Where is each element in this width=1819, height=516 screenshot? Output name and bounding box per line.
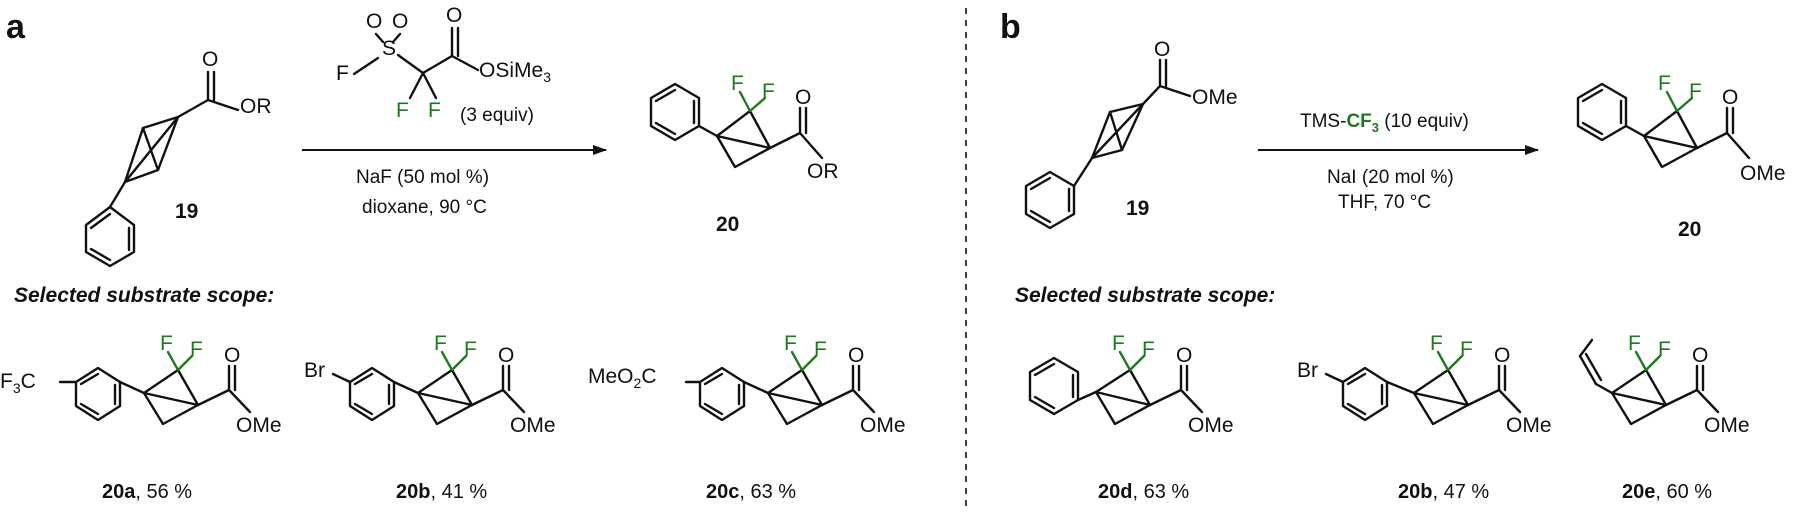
atom-ome-20a: OMe xyxy=(236,414,282,437)
compound-label-19-b: 19 xyxy=(1126,197,1149,220)
atom-f-20a-2: F xyxy=(762,80,775,103)
atom-f-20b-1: F xyxy=(434,332,447,355)
atom-o-20b: O xyxy=(498,344,514,367)
scope-compound-20b-b: Br F F O OMe 20b, 47 % xyxy=(1297,332,1552,503)
atom-f-20e-2: F xyxy=(1658,338,1671,361)
scope-compound-20e: F F O OMe 20e, 60 % xyxy=(1578,332,1750,503)
atom-f-20b-2: F xyxy=(464,338,477,361)
atom-o-20e: O xyxy=(1692,344,1708,367)
compound-label-19-a: 19 xyxy=(175,200,198,223)
atom-ome-20b-p: OMe xyxy=(1740,162,1786,185)
substituent-br-b: Br xyxy=(1297,359,1318,382)
molecule-20-a: F F O OR 20 xyxy=(649,72,839,236)
atom-o-19b: O xyxy=(1154,38,1170,61)
scope-heading-b: Selected substrate scope: xyxy=(1015,284,1275,307)
atom-or-19a: OR xyxy=(240,95,272,118)
caption-20d: 20d, 63 % xyxy=(1098,481,1189,503)
caption-20a: 20a, 56 % xyxy=(102,481,192,503)
conditions-b-line1: NaI (20 mol %) xyxy=(1327,167,1454,188)
atom-f-20a-s2: F xyxy=(190,338,203,361)
atom-ome-20b: OMe xyxy=(510,414,556,437)
atom-f-20bb-2: F xyxy=(1460,338,1473,361)
panel-label-a: a xyxy=(6,8,26,46)
atom-f-20d-2: F xyxy=(1142,338,1155,361)
atom-ome-20c: OMe xyxy=(860,414,906,437)
caption-20b-a: 20b, 41 % xyxy=(396,481,487,503)
atom-o-ester-carbonyl: O xyxy=(446,4,462,27)
atom-f-20a-s1: F xyxy=(160,332,173,355)
conditions-a-line1: NaF (50 mol %) xyxy=(356,167,489,188)
atom-o-19a: O xyxy=(202,48,218,71)
caption-20e: 20e, 60 % xyxy=(1622,481,1712,503)
atom-ome-19b: OMe xyxy=(1192,86,1238,109)
atom-ome-20d: OMe xyxy=(1188,414,1234,437)
atom-f-20bb-1: F xyxy=(1430,332,1443,355)
scope-compound-20d: F F O OMe 20d, 63 % xyxy=(1028,332,1234,503)
atom-o-20a: O xyxy=(795,86,811,109)
caption-20b-b: 20b, 47 % xyxy=(1398,481,1489,503)
molecule-20-b: F F O OMe 20 xyxy=(1576,72,1786,241)
scope-heading-a: Selected substrate scope: xyxy=(14,284,274,307)
atom-f-20d-1: F xyxy=(1112,332,1125,355)
atom-f-20b-p2: F xyxy=(1689,80,1702,103)
compound-label-20-b: 20 xyxy=(1678,218,1701,241)
atom-osime: OSiMe3 xyxy=(479,59,551,85)
atom-f-20e-1: F xyxy=(1628,332,1641,355)
atom-o-20d: O xyxy=(1176,344,1192,367)
reagent-tmscf3: TMS-CF3 (10 equiv) xyxy=(1300,111,1469,135)
atom-f-20a-1: F xyxy=(731,72,744,95)
substituent-br-a: Br xyxy=(304,359,325,382)
atom-or-20a: OR xyxy=(807,160,839,183)
atom-o-20a-s: O xyxy=(224,344,240,367)
reagent-fsulfonyl-ester: O O S F O OSiMe3 F F (3 equiv) xyxy=(336,4,551,126)
caption-20c: 20c, 63 % xyxy=(706,481,796,503)
scope-compound-20b-a: Br F F O OMe 20b, 41 % xyxy=(304,332,556,503)
atom-o-s1: O xyxy=(366,10,382,33)
panel-label-b: b xyxy=(1000,8,1021,46)
substituent-meo2c: MeO2C xyxy=(588,365,656,391)
atom-f-20b-p1: F xyxy=(1658,72,1671,95)
atom-o-s2: O xyxy=(392,10,408,33)
atom-o-20b-p: O xyxy=(1722,86,1738,109)
atom-f-s: F xyxy=(336,62,349,85)
atom-f-reagent-2: F xyxy=(428,99,441,122)
atom-f-20c-1: F xyxy=(784,332,797,355)
substituent-cf3: F3C xyxy=(0,370,36,396)
scope-compound-20a: F3C F F O OMe 20a, 56 % xyxy=(0,332,282,503)
atom-ome-20bb: OMe xyxy=(1506,414,1552,437)
reagent-amount-a: (3 equiv) xyxy=(460,105,534,126)
atom-o-20bb: O xyxy=(1494,344,1510,367)
atom-f-20c-2: F xyxy=(814,338,827,361)
molecule-19-a: O OR 19 xyxy=(84,48,272,268)
molecule-19-b: O OMe 19 xyxy=(1024,38,1238,230)
atom-o-20c: O xyxy=(848,344,864,367)
compound-label-20-a: 20 xyxy=(716,213,739,236)
atom-ome-20e: OMe xyxy=(1704,414,1750,437)
conditions-b-line2: THF, 70 °C xyxy=(1338,192,1431,213)
conditions-a-line2: dioxane, 90 °C xyxy=(362,197,487,218)
atom-f-reagent-1: F xyxy=(396,99,409,122)
scope-compound-20c: MeO2C F F O OMe 20c, 63 % xyxy=(588,332,906,503)
